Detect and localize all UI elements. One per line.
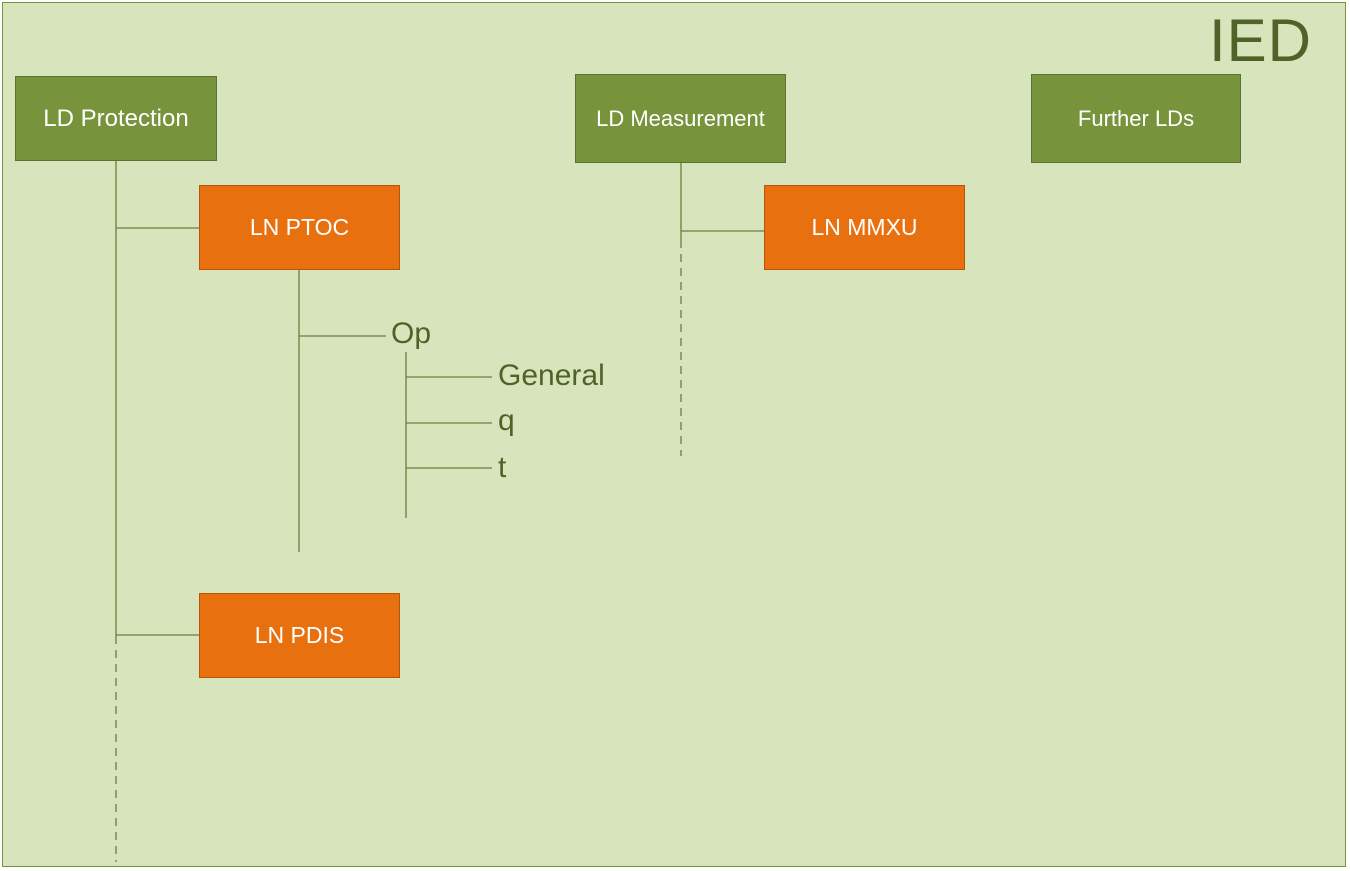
ln-mmxu-box: LN MMXU: [764, 185, 965, 270]
data-object-op: Op: [391, 317, 432, 350]
ld-measurement-box: LD Measurement: [575, 74, 786, 163]
ld-protection-box: LD Protection: [15, 76, 217, 161]
ln-pdis-box: LN PDIS: [199, 593, 400, 678]
ied-title: IED: [1208, 7, 1312, 74]
ln-ptoc-box: LN PTOC: [199, 185, 400, 270]
further-lds-box: Further LDs: [1031, 74, 1241, 163]
data-attribute-t: t: [498, 451, 507, 484]
data-attribute-q: q: [498, 404, 515, 437]
data-attribute-general: General: [498, 359, 605, 392]
